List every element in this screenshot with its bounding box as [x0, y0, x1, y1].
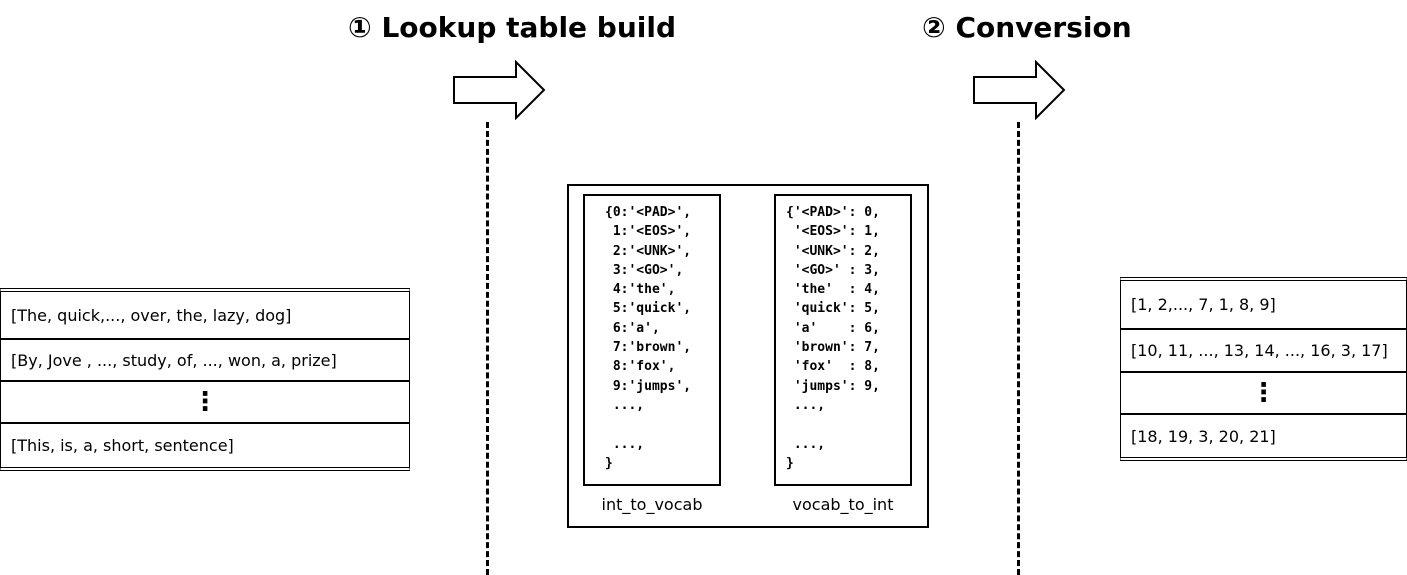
vocab-to-int-caption: vocab_to_int: [792, 495, 894, 514]
code-line: 8:'fox',: [605, 359, 676, 375]
converted-table: [1, 2,..., 7, 1, 8, 9] [10, 11, ..., 13,…: [1120, 277, 1407, 461]
step-1-title: ① Lookup table build: [348, 11, 676, 44]
code-line: ...,: [605, 436, 645, 452]
code-line: 7:'brown',: [605, 340, 692, 356]
code-line: 'the' : 4,: [786, 282, 880, 298]
code-line: '<EOS>': 1,: [786, 224, 880, 240]
code-line: 3:'<GO>',: [605, 262, 684, 278]
step-2-arrow-icon: [973, 60, 1066, 120]
divider-1: [486, 122, 489, 575]
code-line: 2:'<UNK>',: [605, 243, 692, 259]
code-line: 4:'the',: [605, 282, 676, 298]
code-line: 1:'<EOS>',: [605, 224, 692, 240]
code-line: 'jumps': 9,: [786, 378, 880, 394]
int-to-vocab-caption: int_to_vocab: [601, 495, 703, 514]
code-line: 'brown': 7,: [786, 340, 880, 356]
code-line: {0:'<PAD>',: [605, 205, 692, 220]
code-line: [605, 415, 691, 434]
int-to-vocab-box: {0:'<PAD>', 1:'<EOS>', 2:'<UNK>', 3:'<GO…: [583, 194, 721, 486]
vocab-to-int-box: {'<PAD>': 0, '<EOS>': 1, '<UNK>': 2, '<G…: [774, 194, 912, 486]
code-line: 'quick': 5,: [786, 301, 880, 317]
code-line: [786, 415, 880, 434]
code-line: 6:'a',: [605, 320, 660, 336]
int-to-vocab-code: {0:'<PAD>', 1:'<EOS>', 2:'<UNK>', 3:'<GO…: [605, 203, 691, 473]
code-line: '<GO>' : 3,: [786, 262, 880, 278]
code-line: ...,: [786, 397, 826, 413]
step-1-arrow-icon: [453, 60, 546, 120]
code-line: 'a' : 6,: [786, 320, 880, 336]
code-line: }: [605, 455, 613, 471]
converted-row-3: [18, 19, 3, 20, 21]: [1121, 413, 1406, 457]
converted-row-1: [1, 2,..., 7, 1, 8, 9]: [1131, 295, 1276, 314]
ellipsis-row: ⋮: [1, 380, 409, 422]
code-line: 5:'quick',: [605, 301, 692, 317]
code-line: '<UNK>': 2,: [786, 243, 880, 259]
sentence-row-3: [This, is, a, short, sentence]: [1, 422, 409, 467]
code-line: ...,: [605, 397, 645, 413]
lookup-tables-box: [567, 184, 929, 528]
code-line: {'<PAD>': 0,: [786, 205, 880, 220]
step-2-title: ② Conversion: [922, 11, 1132, 44]
code-line: 'fox' : 8,: [786, 359, 880, 375]
code-line: }: [786, 455, 794, 471]
sentences-table: [The, quick,..., over, the, lazy, dog] […: [0, 288, 410, 471]
code-line: 9:'jumps',: [605, 378, 692, 394]
divider-2: [1017, 122, 1020, 575]
converted-row-2: [10, 11, ..., 13, 14, ..., 16, 3, 17]: [1121, 328, 1406, 371]
sentence-row-1: [The, quick,..., over, the, lazy, dog]: [11, 305, 292, 325]
sentence-row-2: [By, Jove , ..., study, of, ..., won, a,…: [1, 338, 409, 380]
vocab-to-int-code: {'<PAD>': 0, '<EOS>': 1, '<UNK>': 2, '<G…: [786, 203, 880, 473]
code-line: ...,: [786, 436, 826, 452]
ellipsis-row: ⋮: [1121, 371, 1406, 413]
